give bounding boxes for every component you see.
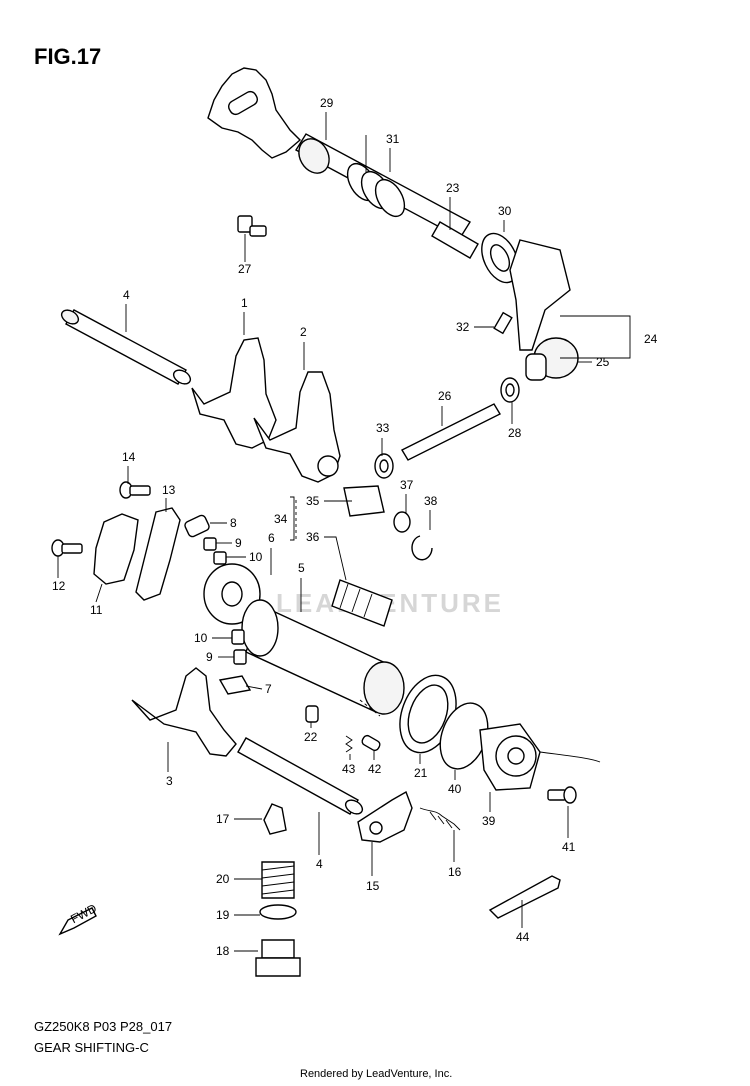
callout-label-c31: 31 xyxy=(386,132,400,146)
spring-part-16 xyxy=(419,807,461,831)
callout-label-c35: 35 xyxy=(306,494,320,508)
model-code: GZ250K8 P03 P28_017 xyxy=(34,1019,173,1034)
shaft-part-26 xyxy=(401,403,501,461)
washer-part-37 xyxy=(393,511,411,533)
credit-text: Rendered by LeadVenture, Inc. xyxy=(300,1068,453,1080)
callout-label-c32: 32 xyxy=(456,320,470,334)
spring-part-36 xyxy=(331,579,393,627)
pin-part-22 xyxy=(305,705,319,723)
callout-label-c25: 25 xyxy=(596,355,610,369)
plug-part-17 xyxy=(263,803,287,835)
callout-label-c19: 19 xyxy=(216,908,230,922)
callout-label-c26: 26 xyxy=(438,389,452,403)
callout-label-c13: 13 xyxy=(162,483,176,497)
callout-label-c14: 14 xyxy=(122,450,136,464)
callout-label-c7: 7 xyxy=(265,682,272,696)
callout-label-c24: 24 xyxy=(644,332,658,346)
switch-contact-part-42 xyxy=(361,734,381,752)
shift-fork-part-3 xyxy=(131,667,237,757)
callout-label-c2: 2 xyxy=(300,325,307,339)
bolt-part-41 xyxy=(547,786,577,804)
callout-label-c5: 5 xyxy=(298,561,305,575)
bracket-part-44 xyxy=(488,875,561,919)
pin-part-9-upper xyxy=(203,537,217,551)
callout-leader-c11 xyxy=(95,583,103,603)
stopper-part-15 xyxy=(357,790,413,843)
callout-label-c28: 28 xyxy=(508,426,522,440)
bolt-part-27 xyxy=(237,215,267,237)
washer-part-33 xyxy=(374,453,394,479)
callout-label-c33: 33 xyxy=(376,421,390,435)
bolt-part-32 xyxy=(493,311,513,335)
gear-position-switch-part-39 xyxy=(479,723,601,791)
washer-part-19 xyxy=(259,904,297,920)
circlip-part-38 xyxy=(411,535,433,561)
callout-label-c30: 30 xyxy=(498,204,512,218)
callout-label-c4b: 4 xyxy=(316,857,323,871)
shift-arm-part-24 xyxy=(509,239,579,381)
callout-label-c9a: 9 xyxy=(235,536,242,550)
callout-label-c43: 43 xyxy=(342,762,356,776)
fork-shaft-lower-part-4 xyxy=(237,737,364,815)
callout-label-c11: 11 xyxy=(90,603,103,617)
callout-label-c8: 8 xyxy=(230,516,237,530)
callout-label-c41: 41 xyxy=(562,840,576,854)
figure-name: GEAR SHIFTING-C xyxy=(34,1040,149,1055)
callout-label-c15: 15 xyxy=(366,879,380,893)
callout-label-c39: 39 xyxy=(482,814,496,828)
callout-label-c40: 40 xyxy=(448,782,462,796)
callout-leader-c7 xyxy=(245,685,263,690)
bolt-part-14 xyxy=(119,481,151,499)
callout-label-c18: 18 xyxy=(216,944,230,958)
pin-part-8 xyxy=(184,514,210,538)
callout-label-c42: 42 xyxy=(368,762,382,776)
callout-label-c34: 34 xyxy=(274,512,288,526)
callout-label-c21: 21 xyxy=(414,766,428,780)
callout-label-c22: 22 xyxy=(304,730,318,744)
pin-part-9-lower xyxy=(233,649,247,665)
figure-title: FIG.17 xyxy=(34,44,102,69)
callout-label-c10a: 10 xyxy=(249,550,263,564)
plate-part-13 xyxy=(135,507,181,601)
plate-part-11 xyxy=(93,513,139,585)
callout-label-c17: 17 xyxy=(216,812,230,826)
bolt-part-12 xyxy=(51,539,83,557)
spring-part-43 xyxy=(345,735,353,753)
callout-label-c9b: 9 xyxy=(206,650,213,664)
callout-label-c36: 36 xyxy=(306,530,320,544)
callout-label-c37: 37 xyxy=(400,478,414,492)
callout-label-c4a: 4 xyxy=(123,288,130,302)
callout-label-c3: 3 xyxy=(166,774,173,788)
spring-part-31 xyxy=(346,135,406,218)
gear-shift-cam-drum-part-5 xyxy=(241,599,405,715)
callout-label-c6: 6 xyxy=(268,531,275,545)
callout-label-c1: 1 xyxy=(241,296,248,310)
cap-bolt-part-18 xyxy=(255,939,301,977)
oil-seal-part-30 xyxy=(481,232,519,284)
callout-label-c44: 44 xyxy=(516,930,530,944)
spring-part-20 xyxy=(261,861,295,899)
callout-label-c10b: 10 xyxy=(194,631,208,645)
callout-label-c20: 20 xyxy=(216,872,230,886)
callout-label-c12: 12 xyxy=(52,579,66,593)
callout-label-c38: 38 xyxy=(424,494,438,508)
callout-label-c16: 16 xyxy=(448,865,462,879)
callout-label-c27: 27 xyxy=(238,262,252,276)
nut-part-28 xyxy=(500,377,520,403)
shift-fork-part-2 xyxy=(253,371,341,483)
pin-part-7 xyxy=(218,675,252,695)
callout-leader-c24 xyxy=(560,315,631,359)
spring-part-10-lower xyxy=(231,629,245,645)
gear-shift-pawl-part-35 xyxy=(343,485,385,517)
callout-leader-c34 xyxy=(290,496,295,541)
spring-part-10-upper xyxy=(213,551,227,565)
fork-shaft-upper-part-4 xyxy=(60,309,192,385)
callout-label-c23: 23 xyxy=(446,181,460,195)
callout-label-c29: 29 xyxy=(320,96,334,110)
fwd-arrow-icon: FWD xyxy=(58,901,99,936)
callout-leader-c36 xyxy=(324,536,347,581)
callout-layer: 1234456789910101112131415161718192021222… xyxy=(52,96,658,958)
